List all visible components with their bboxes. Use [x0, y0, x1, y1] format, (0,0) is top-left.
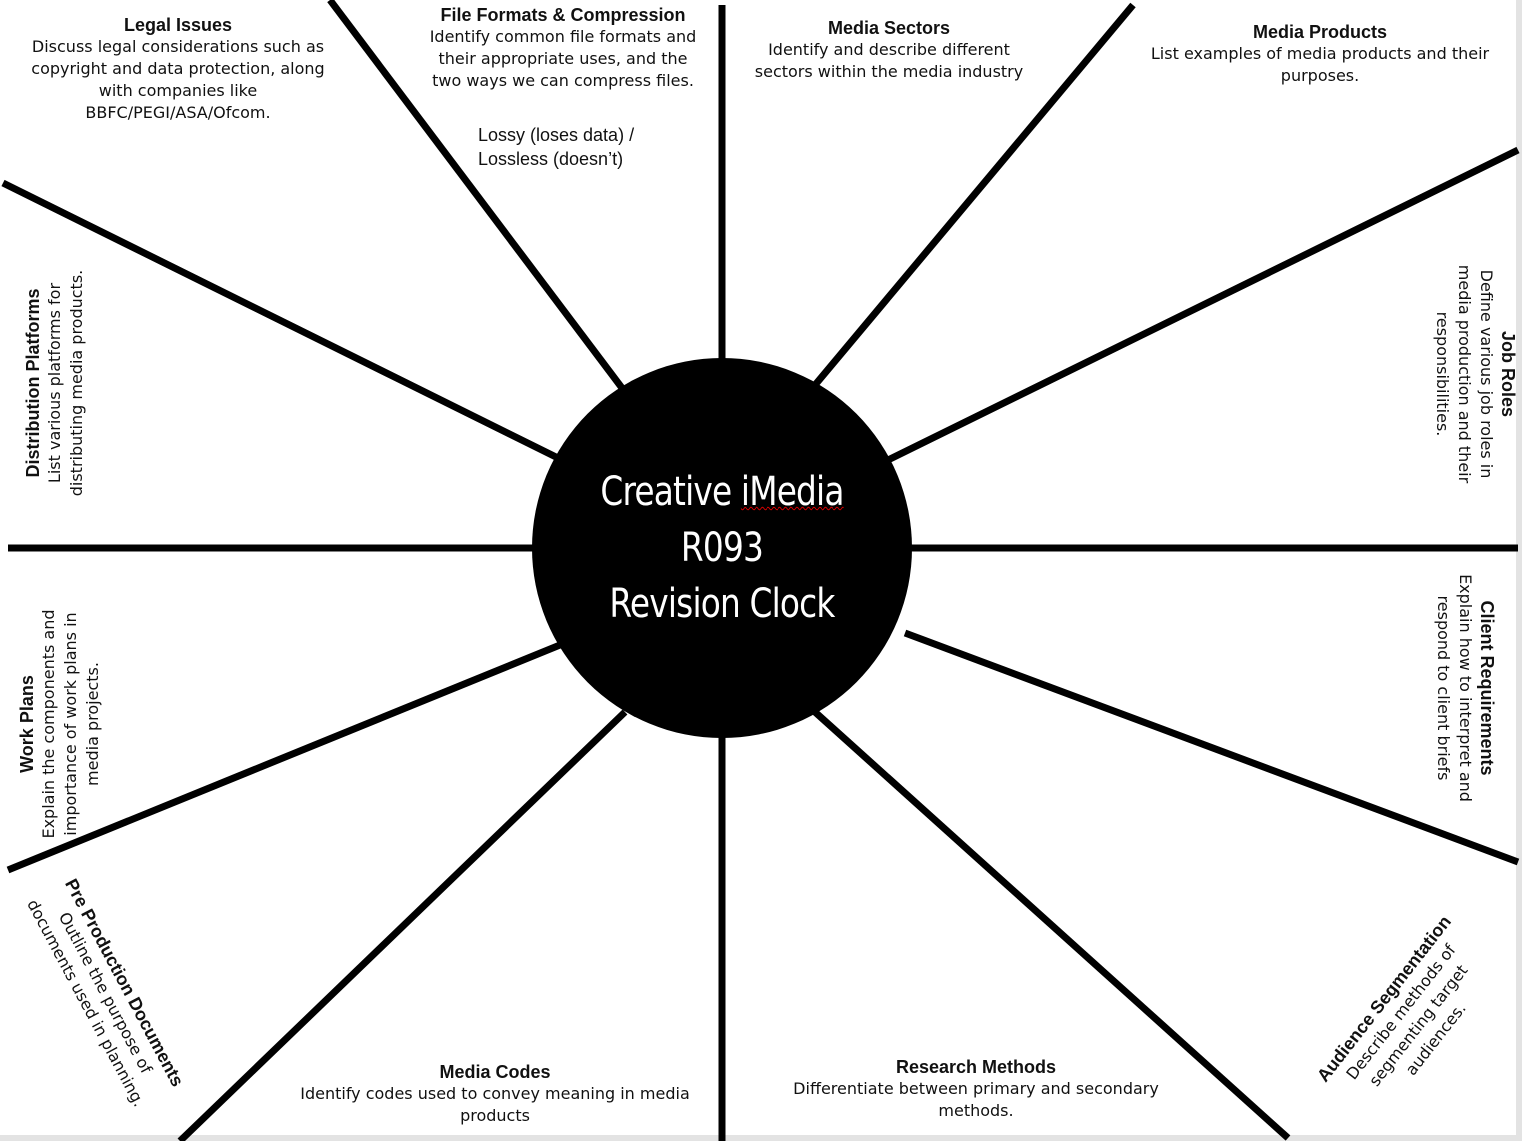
center-circle [532, 358, 912, 738]
divider-line [886, 146, 1520, 464]
divider-line [6, 641, 562, 874]
section-distribution-platforms: Distribution Platforms List various plat… [23, 269, 86, 497]
section-media-codes: Media Codes Identify codes used to conve… [300, 1062, 690, 1125]
section-legal-issues: Legal Issues Discuss legal consideration… [31, 15, 325, 122]
title-line-2: R093 [680, 525, 764, 571]
section-client-requirements: Client Requirements Explain how to inter… [1434, 574, 1497, 802]
spellcheck-word: iMedia [740, 469, 845, 515]
section-research-methods: Research Methods Differentiate between p… [793, 1057, 1159, 1120]
compression-note: Lossy (loses data) / Lossless (doesn’t) [478, 125, 635, 169]
center-title: Creative iMedia R093 Revision Clock [566, 360, 878, 736]
section-file-formats: File Formats & Compression Identify comm… [429, 5, 697, 90]
divider-line [1, 179, 560, 462]
title-line-1: Creative iMedia [600, 469, 845, 515]
divider-line [327, 0, 625, 391]
section-media-sectors: Media Sectors Identify and describe diff… [754, 18, 1024, 81]
divider-line [903, 629, 1520, 866]
divider-line [177, 709, 628, 1141]
title-line-3: Revision Clock [609, 581, 835, 627]
section-media-products: Media Products List examples of media pr… [1150, 22, 1490, 85]
section-job-roles: Job Roles Define various job roles in me… [1433, 264, 1518, 484]
divider-line [812, 709, 1291, 1141]
section-work-plans: Work Plans Explain the components and im… [17, 609, 102, 839]
divider-line [812, 2, 1136, 388]
